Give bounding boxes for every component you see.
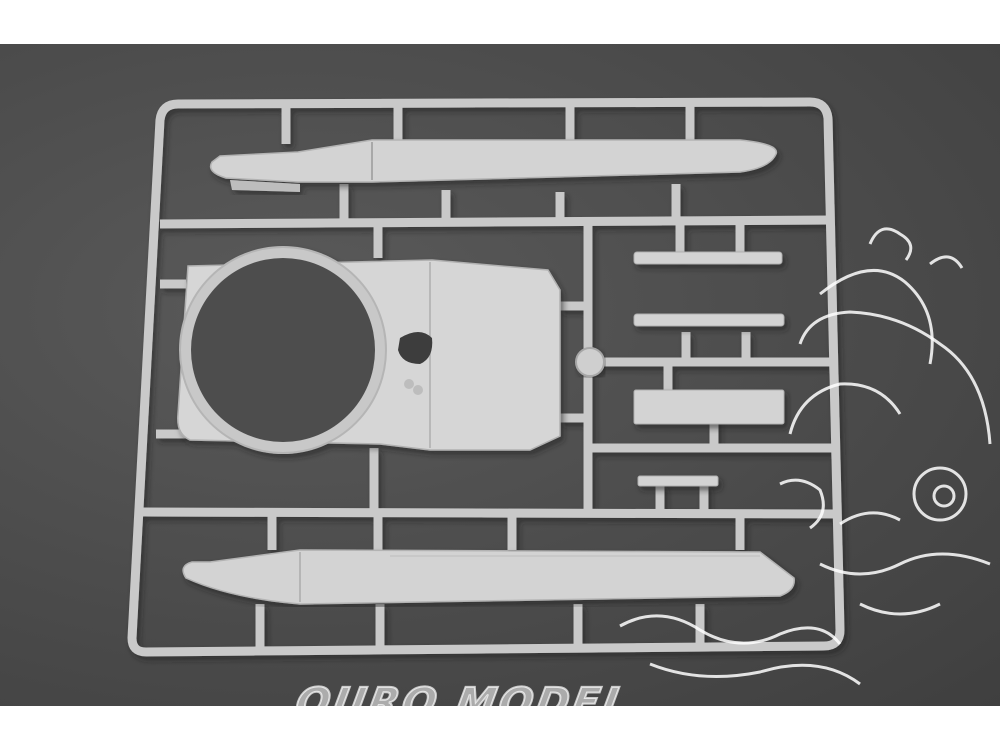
sprue-frame [127,97,845,657]
sprue-illustration [127,97,992,686]
small-parts-group [633,251,785,487]
lower-hull-side-part [182,549,795,605]
sprue-hub [575,347,605,377]
hull-deck-plate [177,246,561,454]
watermark-text: OURO MODEL [291,679,636,706]
mascot-watermark [619,227,992,686]
upper-hull-side-part [209,139,778,192]
product-photo: OURO MODEL [0,44,1000,706]
